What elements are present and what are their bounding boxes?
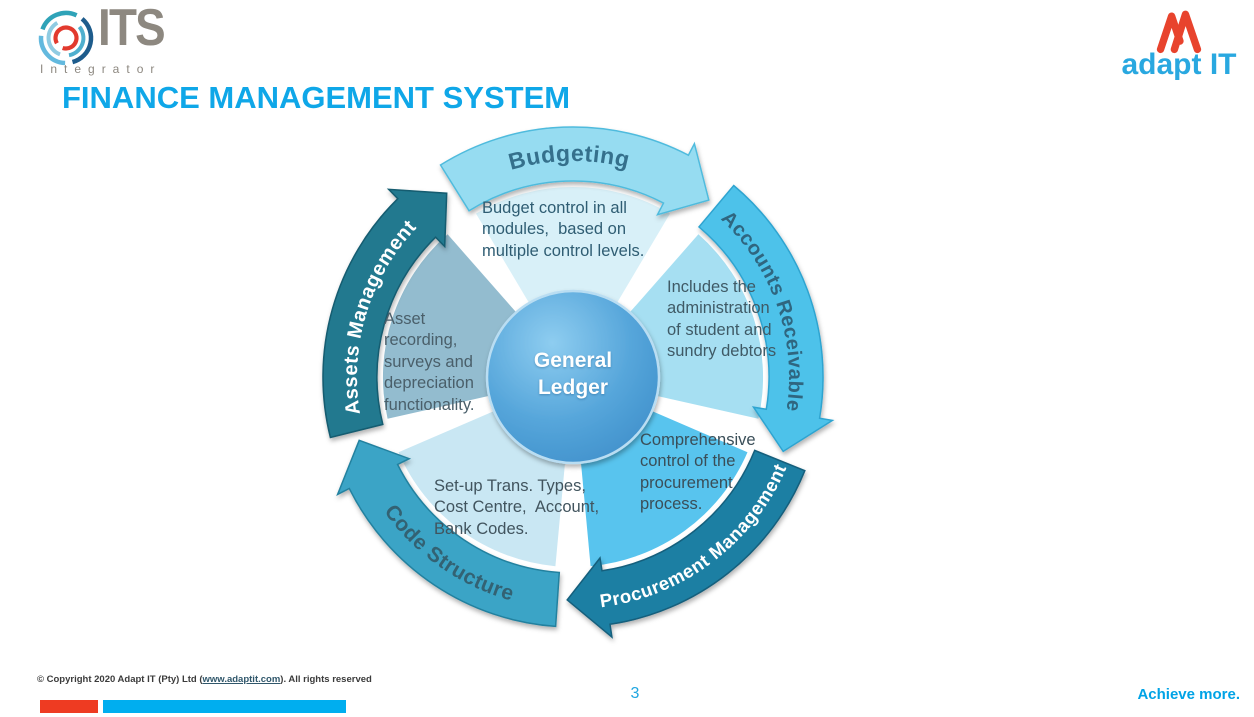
copyright-text: © Copyright 2020 Adapt IT (Pty) Ltd (www… [37, 674, 372, 685]
segment-code-structure-description: Set-up Trans. Types, Cost Centre, Accoun… [434, 477, 600, 538]
footer-bar-orange [40, 700, 98, 713]
segment-code-structure-band [336, 439, 561, 628]
its-logo-text: ITS [98, 0, 166, 57]
copyright-prefix: © Copyright 2020 Adapt IT (Pty) Ltd ( [37, 674, 203, 685]
segment-budgeting-wedge [476, 186, 670, 377]
page-title: FINANCE MANAGEMENT SYSTEM [62, 80, 571, 115]
center-circle-label: General Ledger [533, 349, 613, 399]
copyright-suffix: ). All rights reserved [280, 674, 372, 685]
center-circle [485, 289, 661, 465]
segment-accounts-receivable-band [697, 184, 835, 453]
adaptit-link[interactable]: www.adaptit.com [202, 674, 281, 685]
page-number: 3 [630, 685, 640, 702]
adaptit-logo-icon [1156, 10, 1202, 54]
its-logo-subtitle: Integrator [40, 62, 162, 76]
tagline: Achieve more. [1137, 686, 1240, 703]
adaptit-logo-text: adapt IT [1121, 48, 1237, 81]
footer-bar-blue [103, 700, 346, 713]
its-logo: ITS Integrator [36, 0, 216, 84]
segment-assets-management-description: Asset recording, surveys and depreciatio… [384, 310, 475, 414]
segment-budgeting-band [439, 126, 710, 216]
its-logo-icon [38, 10, 94, 66]
segment-accounts-receivable-description: Includes the administration of student a… [667, 278, 777, 361]
segment-budgeting-description: Budget control in all modules, based on … [482, 199, 645, 260]
adaptit-logo: adapt IT [1108, 4, 1250, 82]
segment-assets-management-band [322, 188, 448, 439]
segment-procurement-management-description: Comprehensive control of the procurement… [640, 431, 756, 514]
segment-procurement-management-band [566, 449, 806, 639]
